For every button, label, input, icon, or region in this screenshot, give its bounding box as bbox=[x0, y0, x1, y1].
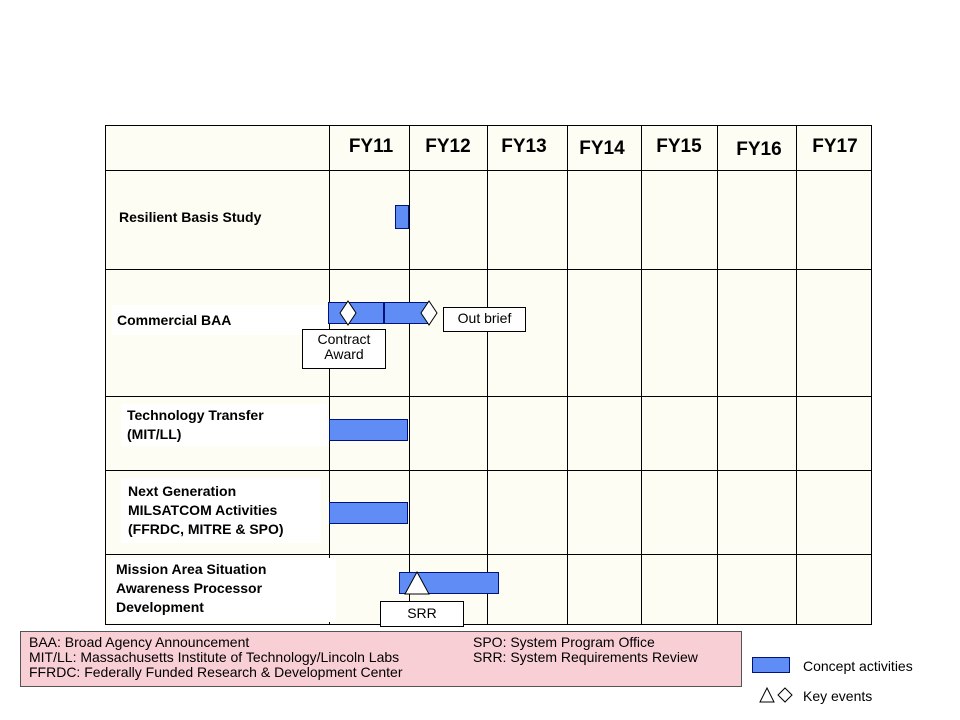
task-label-line: (MIT/LL) bbox=[127, 426, 182, 442]
key-events-label: Key events bbox=[803, 688, 873, 704]
task-label-line: (FFRDC, MITRE & SPO) bbox=[128, 521, 284, 537]
srr-callout: SRR bbox=[380, 601, 464, 627]
task-label-technology-transfer: Technology Transfer (MIT/LL) bbox=[121, 404, 327, 446]
activity-bar bbox=[329, 419, 408, 441]
task-label-line: Next Generation bbox=[128, 483, 237, 499]
task-label-line: Awareness Processor bbox=[116, 580, 263, 596]
abbreviation-line: SPO: System Program Office bbox=[473, 634, 655, 650]
row-divider bbox=[106, 170, 871, 171]
key-events-icon bbox=[759, 686, 793, 703]
task-label-line: Resilient Basis Study bbox=[119, 209, 262, 225]
diamond-event-icon bbox=[339, 300, 357, 326]
diamond-event-icon bbox=[420, 300, 438, 326]
year-header: FY16 bbox=[736, 139, 782, 160]
year-header: FY14 bbox=[579, 138, 625, 159]
year-header: FY13 bbox=[501, 136, 547, 157]
abbreviations-legend: BAA: Broad Agency Announcement MIT/LL: M… bbox=[20, 631, 742, 687]
abbreviation-line: BAA: Broad Agency Announcement bbox=[29, 634, 250, 650]
row-divider bbox=[106, 554, 871, 555]
column-divider bbox=[641, 126, 642, 624]
year-header: FY12 bbox=[425, 136, 471, 157]
task-label-resilient-basis: Resilient Basis Study bbox=[119, 208, 261, 227]
callout-line: Award bbox=[324, 346, 364, 362]
callout-line: Contract bbox=[317, 331, 371, 347]
column-divider bbox=[567, 126, 568, 624]
outbrief-callout: Out brief bbox=[443, 307, 526, 332]
activity-bar bbox=[329, 502, 408, 524]
abbreviation-line: MIT/LL: Massachusetts Institute of Techn… bbox=[29, 649, 400, 665]
task-label-line: Development bbox=[116, 599, 204, 615]
contract-award-callout: Contract Award bbox=[302, 329, 386, 369]
concept-activity-key-label: Concept activities bbox=[803, 658, 913, 674]
year-header: FY11 bbox=[348, 136, 394, 157]
abbreviation-line: SRR: System Requirements Review bbox=[473, 649, 698, 665]
row-divider bbox=[106, 396, 871, 397]
task-label-line: Technology Transfer bbox=[127, 407, 264, 423]
column-divider bbox=[487, 126, 488, 624]
column-divider bbox=[409, 126, 410, 624]
column-divider bbox=[717, 126, 718, 624]
row-divider bbox=[106, 269, 871, 270]
row-divider bbox=[106, 470, 871, 471]
column-divider bbox=[329, 126, 330, 624]
task-label-mission-area: Mission Area Situation Awareness Process… bbox=[110, 558, 336, 622]
activity-bar bbox=[395, 205, 409, 229]
concept-activity-key-swatch bbox=[752, 657, 790, 673]
task-label-commercial-baa: Commercial BAA bbox=[112, 305, 327, 335]
abbreviation-line: FFRDC: Federally Funded Research & Devel… bbox=[29, 664, 403, 680]
column-divider bbox=[796, 126, 797, 624]
schedule-grid bbox=[105, 125, 872, 625]
task-label-next-generation: Next Generation MILSATCOM Activities (FF… bbox=[121, 478, 321, 543]
task-label-line: MILSATCOM Activities bbox=[128, 502, 278, 518]
task-label-line: Commercial BAA bbox=[117, 312, 232, 328]
year-header: FY15 bbox=[656, 136, 702, 157]
triangle-event-icon bbox=[404, 571, 430, 595]
year-header: FY17 bbox=[812, 136, 858, 157]
task-label-line: Mission Area Situation bbox=[116, 561, 267, 577]
